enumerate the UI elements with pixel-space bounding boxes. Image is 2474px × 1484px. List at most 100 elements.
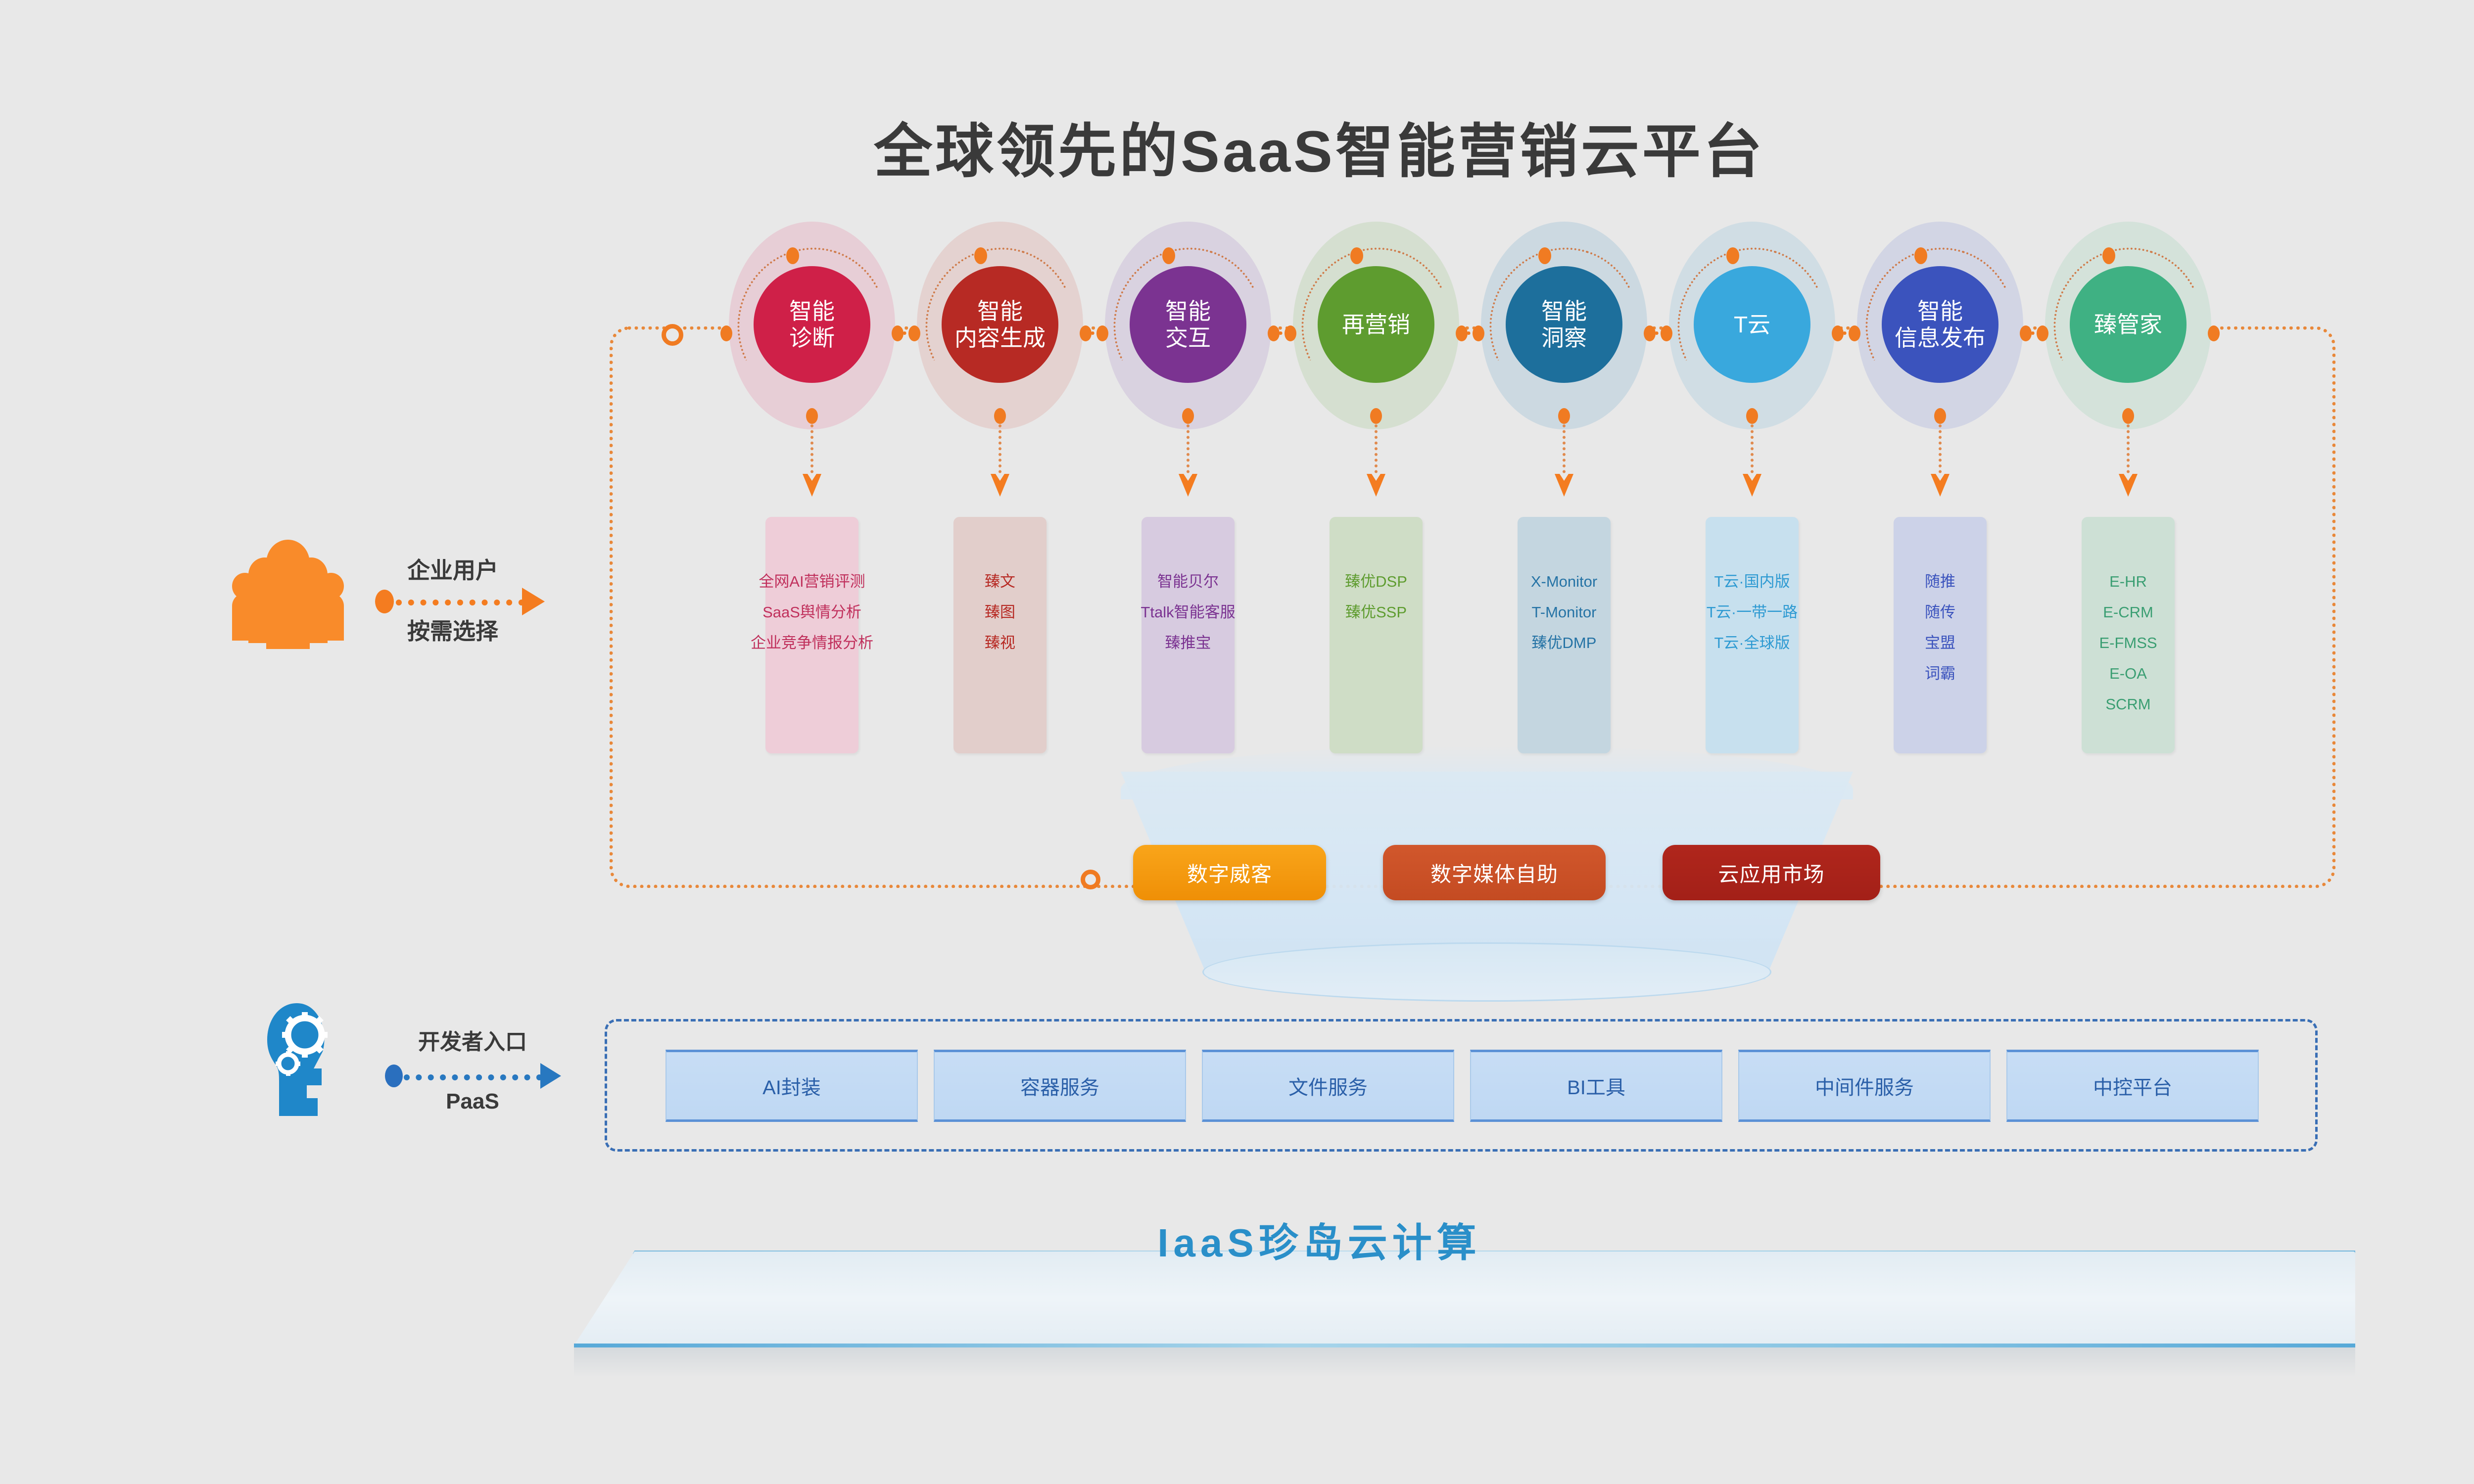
product-panel-zhineng-zhenduan[interactable]: 全网AI营销评测 SaaS舆情分析企业竞争情报分析 (751, 517, 873, 753)
node-circle-zhineng-xinxi-fabu[interactable]: 智能信息发布 (1882, 266, 1998, 383)
paas-service-box-0[interactable]: AI封装 (666, 1050, 918, 1122)
product-item[interactable]: SCRM (2105, 696, 2151, 713)
node-to-panel-arrow-line (1939, 424, 1942, 479)
product-item[interactable]: 臻优DMP (1531, 634, 1597, 651)
paas-service-box-4[interactable]: 中间件服务 (1738, 1050, 1991, 1122)
dev-flow-arrowhead-icon (540, 1063, 561, 1089)
product-item[interactable]: E-FMSS (2099, 634, 2157, 651)
product-panel-zhineng-xinxi-fabu[interactable]: 随推随传宝盟词霸 (1894, 517, 1987, 753)
product-panel-t-yun[interactable]: T云·国内版 T云·一带一路 T云·全球版 (1706, 517, 1799, 753)
node-circle-zhineng-jiaohu[interactable]: 智能交互 (1130, 266, 1246, 383)
orbit-dot-bottom (994, 408, 1006, 424)
node-circle-zhineng-neirong-shengcheng[interactable]: 智能内容生成 (942, 266, 1058, 383)
connector-dot (1473, 325, 1484, 341)
paas-service-box-1[interactable]: 容器服务 (934, 1050, 1186, 1122)
product-item[interactable]: T-Monitor (1531, 603, 1597, 621)
connector-dot (1849, 325, 1860, 341)
product-item[interactable]: 臻视 (985, 634, 1015, 651)
orbit-dot-top (1162, 247, 1175, 264)
product-item[interactable]: E-HR (2109, 573, 2147, 590)
developer-entry-label-line1: 开发者入口 (418, 1030, 527, 1054)
connector-dot (2037, 325, 2048, 341)
product-item[interactable]: 智能贝尔 (1157, 573, 1219, 590)
product-item[interactable]: 臻优DSP (1345, 573, 1407, 590)
iaas-title: IaaS珍岛云计算 (1157, 1221, 1481, 1265)
user-flow-arrowhead-icon (522, 588, 545, 615)
saas-pill-0[interactable]: 数字威客 (1133, 845, 1326, 900)
orbit-dot-bottom (1746, 408, 1758, 424)
product-item[interactable]: T云·全球版 (1714, 634, 1790, 651)
product-panel-zai-yingxiao[interactable]: 臻优DSP 臻优SSP (1330, 517, 1423, 753)
product-item[interactable]: T云·国内版 (1714, 573, 1790, 590)
node-to-panel-arrow-line (1187, 424, 1189, 479)
arrowhead-notch (1748, 474, 1757, 481)
connector-dotted-line (897, 331, 918, 335)
product-panel-zhen-guanjia[interactable]: E-HR E-CRM E-FMSS E-OA SCRM (2082, 517, 2175, 753)
saas-pill-2[interactable]: 云应用市场 (1663, 845, 1880, 900)
product-item[interactable]: 词霸 (1925, 665, 1955, 682)
orbit-dot-bottom (1182, 408, 1194, 424)
saas-frame-node-bottom (1081, 870, 1100, 889)
connector-dot (1285, 325, 1296, 341)
product-item[interactable]: 臻优SSP (1345, 603, 1407, 621)
user-flow-dotted-line (396, 600, 524, 605)
connector-dot (1080, 325, 1092, 341)
product-item[interactable]: 企业竞争情报分析 (751, 634, 873, 651)
enterprise-user-label-line2: 按需选择 (407, 618, 498, 644)
node-to-panel-arrow-line (999, 424, 1001, 479)
product-item[interactable]: 臻图 (985, 603, 1015, 621)
arrowhead-notch (1372, 474, 1380, 481)
orbit-dot-top (2102, 247, 2115, 264)
product-panel-zhineng-jiaohu[interactable]: 智能贝尔 Ttalk智能客服臻推宝 (1141, 517, 1236, 753)
arrowhead-notch (1560, 474, 1569, 481)
orbit-dot-top (1726, 247, 1739, 264)
arrowhead-notch (2124, 474, 2133, 481)
product-item[interactable]: Ttalk智能客服 (1141, 603, 1236, 621)
node-label-line: 交互 (1165, 325, 1211, 351)
node-circle-zai-yingxiao[interactable]: 再营销 (1318, 266, 1434, 383)
product-item[interactable]: 宝盟 (1925, 634, 1955, 651)
orbit-dot-top (1914, 247, 1927, 264)
node-label-line: 内容生成 (954, 325, 1046, 351)
node-label-line: 智能 (977, 298, 1023, 324)
paas-service-box-3[interactable]: BI工具 (1470, 1050, 1722, 1122)
saas-pill-1[interactable]: 数字媒体自助 (1383, 845, 1606, 900)
product-item[interactable]: SaaS舆情分析 (762, 603, 861, 621)
node-label-line: 信息发布 (1895, 325, 1986, 351)
paas-service-box-5[interactable]: 中控平台 (2006, 1050, 2259, 1122)
node-label-line: 诊断 (789, 325, 835, 351)
node-circle-zhen-guanjia[interactable]: 臻管家 (2070, 266, 2187, 383)
connector-dot (1644, 325, 1656, 341)
node-to-panel-arrow-line (1375, 424, 1378, 479)
orbit-dot-bottom (2122, 408, 2134, 424)
product-panel-zhineng-neirong-shengcheng[interactable]: 臻文臻图臻视 (953, 517, 1047, 753)
paas-service-box-2[interactable]: 文件服务 (1202, 1050, 1454, 1122)
node-to-panel-arrow-line (1751, 424, 1754, 479)
product-item[interactable]: T云·一带一路 (1706, 603, 1798, 621)
node-circle-t-yun[interactable]: T云 (1694, 266, 1810, 383)
node-label-line: 洞察 (1541, 325, 1587, 351)
user-flow-start-dot (375, 590, 394, 613)
node-label-line: 智能 (1541, 298, 1587, 324)
page-title: 全球领先的SaaS智能营销云平台 (874, 119, 1765, 185)
product-item[interactable]: 臻推宝 (1165, 634, 1211, 651)
orbit-dot-bottom (806, 408, 818, 424)
product-item[interactable]: E-CRM (2103, 603, 2153, 621)
orbit-dot-bottom (1370, 408, 1382, 424)
node-circle-zhineng-zhenduan[interactable]: 智能诊断 (754, 266, 870, 383)
product-item[interactable]: E-OA (2109, 665, 2147, 682)
product-item[interactable]: 全网AI营销评测 (759, 573, 865, 590)
connector-dot (1456, 325, 1468, 341)
product-item[interactable]: X-Monitor (1530, 573, 1598, 590)
connector-dot (892, 325, 904, 341)
iaas-slab-bottom-edge (574, 1344, 2355, 1347)
connector-dotted-line (1461, 331, 1482, 335)
node-circle-zhineng-dongcha[interactable]: 智能洞察 (1506, 266, 1622, 383)
product-item[interactable]: 臻文 (985, 573, 1015, 590)
node-label-line: T云 (1733, 311, 1771, 337)
connector-dotted-line (2025, 331, 2046, 335)
product-item[interactable]: 随传 (1925, 603, 1955, 621)
product-item[interactable]: 随推 (1925, 573, 1955, 590)
